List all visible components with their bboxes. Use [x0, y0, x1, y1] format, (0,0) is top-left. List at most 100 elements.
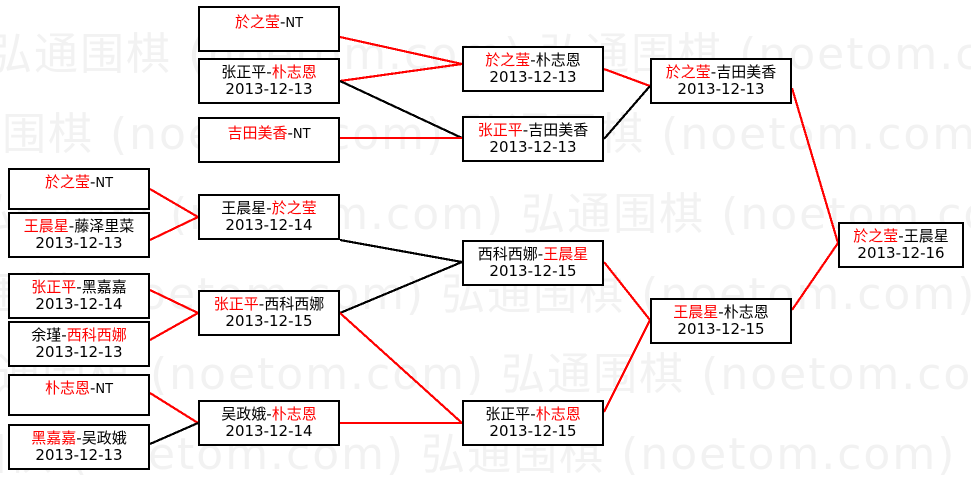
player-two: 於之莹 [271, 199, 317, 218]
player-two: 朴志恩 [271, 405, 317, 424]
player-separator: - [530, 405, 536, 424]
player-one: 张正平 [485, 405, 531, 424]
connector-line [149, 312, 199, 341]
match-date: 2013-12-14 [35, 295, 123, 313]
player-two: 黑嘉嘉 [81, 278, 127, 297]
match-box[interactable]: 吉田美香-NT [198, 117, 340, 163]
player-two: 王晨星 [543, 245, 589, 264]
match-date: 2013-12-14 [225, 216, 313, 234]
player-one: 王晨星 [221, 199, 267, 218]
player-one: 张正平 [31, 278, 77, 297]
match-players: 朴志恩-NT [45, 380, 113, 398]
player-separator: - [266, 199, 272, 218]
player-separator: - [76, 278, 82, 297]
player-separator: - [89, 379, 96, 398]
player-two: 吉田美香 [716, 63, 777, 82]
connector-line [339, 80, 463, 139]
match-players: 吴政娥-朴志恩 [221, 406, 316, 423]
match-players: 张正平-朴志恩 [485, 406, 580, 423]
match-date: 2013-12-13 [35, 234, 123, 252]
match-date: 2013-12-15 [677, 320, 765, 338]
match-players: 於之莹-NT [45, 174, 113, 192]
connector-line [603, 85, 651, 140]
player-separator: - [76, 429, 82, 448]
match-players: 张正平-黑嘉嘉 [31, 279, 126, 296]
match-date: 2013-12-13 [225, 80, 313, 98]
player-separator: - [522, 121, 529, 140]
match-players: 於之莹-朴志恩 [485, 52, 580, 69]
match-box[interactable]: 朴志恩-NT [8, 374, 150, 416]
match-box[interactable]: 於之莹-NT [8, 168, 150, 210]
player-one: 张正平 [477, 121, 523, 140]
player-separator: - [710, 63, 717, 82]
connector-line [790, 87, 840, 244]
player-two: 西科西娜 [66, 326, 127, 345]
connector-line [149, 392, 199, 424]
match-date: 2013-12-15 [225, 312, 313, 330]
connector-line [603, 261, 651, 321]
match-players: 张正平-吉田美香 [478, 122, 588, 139]
player-separator: - [530, 51, 536, 70]
player-one: 余瑾 [31, 326, 62, 345]
match-players: 吉田美香-NT [227, 125, 310, 143]
player-separator: - [287, 124, 293, 143]
connector-line [149, 188, 199, 218]
match-players: 张正平-朴志恩 [221, 64, 316, 81]
match-players: 於之莹-NT [235, 14, 303, 32]
player-two: 朴志恩 [271, 63, 317, 82]
player-two: NT [285, 16, 304, 32]
player-one: 王晨星 [673, 303, 719, 322]
player-two: NT [292, 127, 311, 143]
player-separator: - [266, 405, 272, 424]
connector-line [149, 216, 199, 241]
match-date: 2013-12-13 [677, 80, 765, 98]
player-two: 朴志恩 [535, 405, 581, 424]
player-separator: - [68, 217, 75, 236]
player-separator: - [279, 13, 286, 32]
connector-line [339, 35, 463, 66]
player-two: NT [95, 382, 114, 398]
player-one: 於之莹 [853, 227, 899, 246]
match-box[interactable]: 於之莹-NT [198, 6, 340, 52]
player-two: 朴志恩 [723, 303, 769, 322]
match-players: 张正平-西科西娜 [214, 296, 324, 313]
connector-line [339, 260, 463, 315]
connector-line [603, 319, 651, 413]
match-date: 2013-12-13 [35, 446, 123, 464]
player-one: 於之莹 [44, 173, 90, 192]
player-separator: - [266, 63, 272, 82]
player-separator: - [89, 173, 96, 192]
player-one: 於之莹 [234, 13, 280, 32]
match-players: 王晨星-朴志恩 [673, 304, 768, 321]
match-players: 王晨星-於之莹 [221, 200, 316, 217]
match-date: 2013-12-13 [35, 343, 123, 361]
player-two: 吴政娥 [81, 429, 127, 448]
match-players: 余瑾-西科西娜 [31, 327, 126, 344]
player-one: 於之莹 [665, 63, 711, 82]
match-date: 2013-12-15 [489, 262, 577, 280]
player-two: 朴志恩 [535, 51, 581, 70]
player-one: 於之莹 [485, 51, 531, 70]
match-players: 西科西娜-王晨星 [478, 246, 588, 263]
player-two: NT [95, 176, 114, 192]
match-date: 2013-12-15 [489, 422, 577, 440]
match-players: 黑嘉嘉-吴政娥 [31, 430, 126, 447]
player-one: 张正平 [221, 63, 267, 82]
player-one: 吉田美香 [227, 124, 288, 143]
